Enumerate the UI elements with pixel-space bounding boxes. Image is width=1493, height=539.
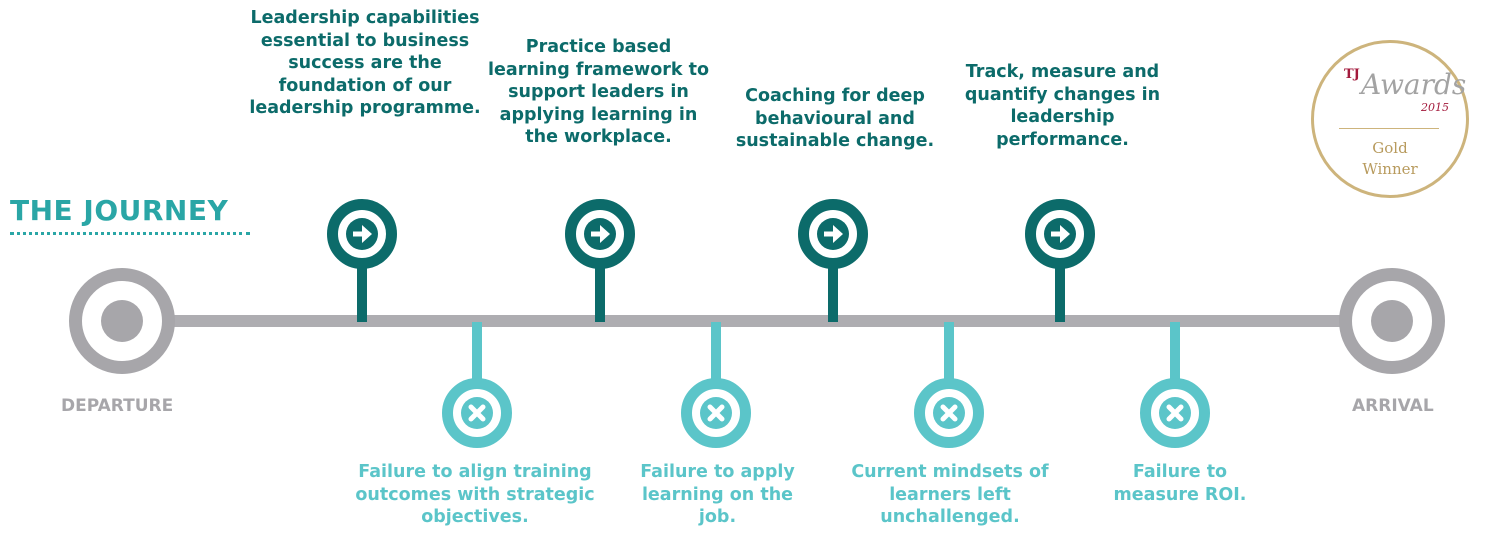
title-underline	[10, 232, 250, 235]
solution-text-4: Track, measure and quantify changes in l…	[964, 62, 1161, 150]
arrival-node	[1339, 268, 1445, 374]
solution-text-3: Coaching for deep behavioural and sustai…	[735, 86, 935, 151]
problem-stem-1	[472, 322, 482, 382]
problem-node-3	[914, 378, 984, 448]
award-divider	[1339, 128, 1439, 129]
solution-stem-1	[357, 262, 367, 322]
departure-dot	[101, 300, 143, 342]
solution-node-4	[1025, 199, 1095, 269]
problem-stem-2	[711, 322, 721, 382]
x-icon	[700, 397, 732, 429]
solution-text-1: Leadership capabilities essential to bus…	[249, 8, 481, 118]
journey-title: THE JOURNEY	[10, 194, 229, 227]
solution-stem-2	[595, 262, 605, 322]
solution-text-2: Practice based learning framework to sup…	[488, 37, 709, 147]
timeline-line	[160, 315, 1350, 327]
departure-node	[69, 268, 175, 374]
arrival-label: ARRIVAL	[1352, 396, 1434, 416]
problem-text-3: Current mindsets of learners left unchal…	[851, 462, 1049, 527]
x-icon	[461, 397, 493, 429]
arrow-right-icon	[1044, 218, 1076, 250]
award-status: Winner	[1362, 160, 1418, 178]
problem-text-4: Failure to measure ROI.	[1113, 462, 1247, 505]
x-icon	[1159, 397, 1191, 429]
problem-stem-3	[944, 322, 954, 382]
problem-node-4	[1140, 378, 1210, 448]
problem-text-1: Failure to align training outcomes with …	[355, 462, 595, 527]
problem-node-1	[442, 378, 512, 448]
award-badge	[1311, 40, 1469, 198]
solution-node-3	[798, 199, 868, 269]
arrow-right-icon	[817, 218, 849, 250]
solution-node-2	[565, 199, 635, 269]
award-brand: TJ	[1344, 67, 1360, 82]
problem-stem-4	[1170, 322, 1180, 382]
solution-stem-3	[828, 262, 838, 322]
arrival-dot	[1371, 300, 1413, 342]
award-level: Gold	[1372, 139, 1408, 157]
solution-stem-4	[1055, 262, 1065, 322]
award-year: 2015	[1421, 101, 1449, 114]
award-word: Awards	[1361, 68, 1467, 101]
arrow-right-icon	[584, 218, 616, 250]
departure-label: DEPARTURE	[61, 396, 174, 416]
solution-node-1	[327, 199, 397, 269]
x-icon	[933, 397, 965, 429]
arrow-right-icon	[346, 218, 378, 250]
problem-node-2	[681, 378, 751, 448]
problem-text-2: Failure to apply learning on the job.	[640, 462, 795, 527]
